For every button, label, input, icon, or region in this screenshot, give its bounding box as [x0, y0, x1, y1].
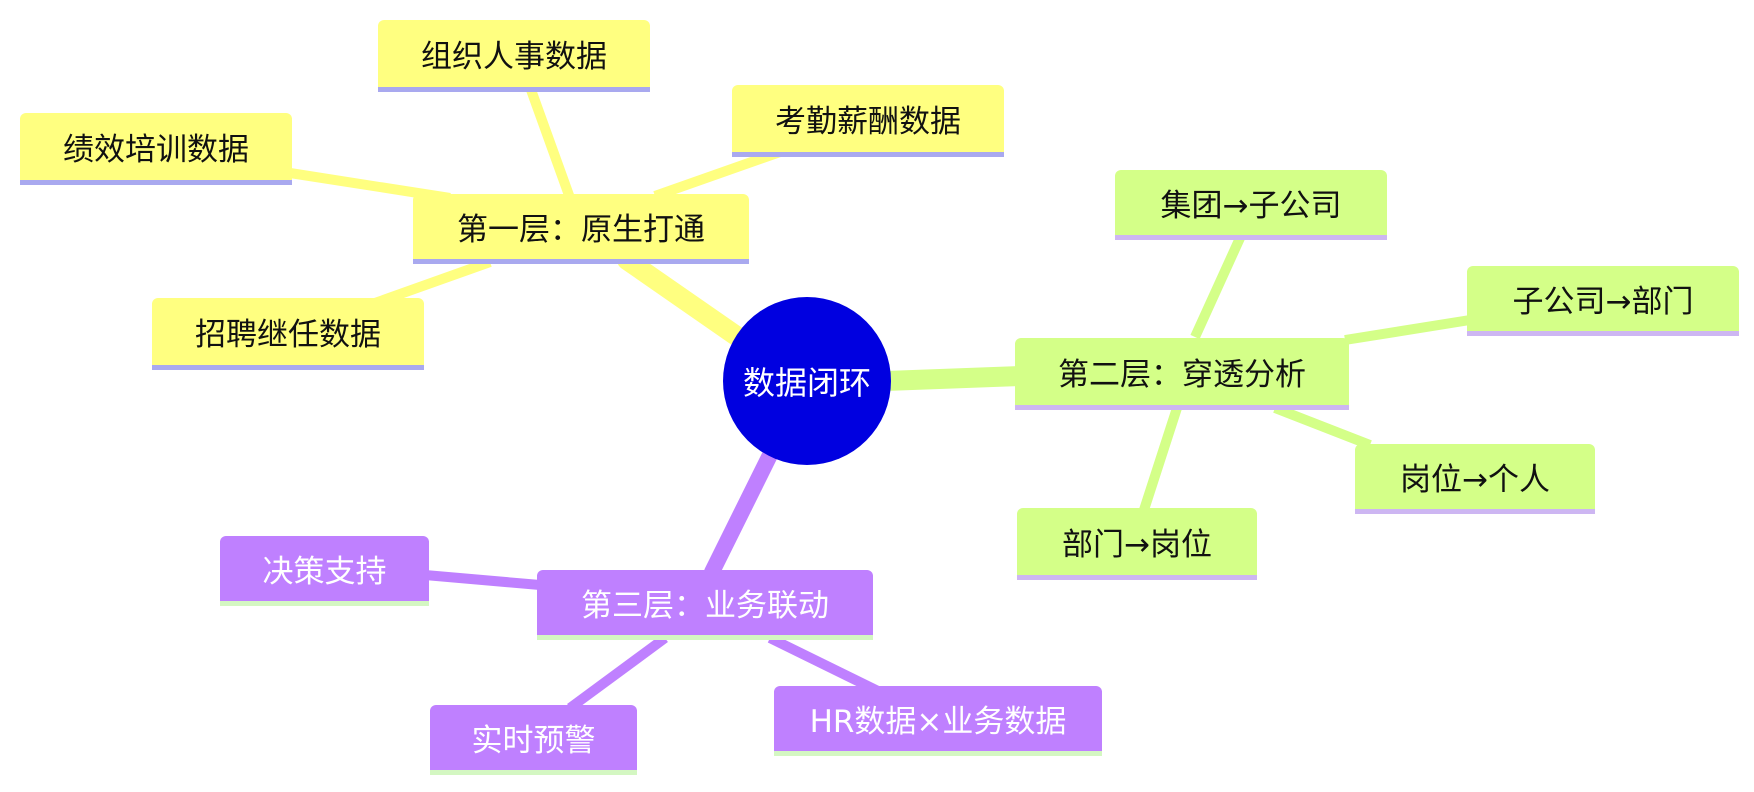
leaf-node-realtime-alert[interactable]: 实时预警 [430, 705, 637, 775]
link-b1-c3 [289, 168, 451, 203]
leaf-node-decision-support[interactable]: 决策支持 [220, 536, 429, 606]
branch-node-layer-2[interactable]: 第二层：穿透分析 [1015, 338, 1349, 410]
link-root-b2 [875, 366, 1030, 391]
leaf-node-post-to-individual[interactable]: 岗位→个人 [1355, 444, 1595, 514]
leaf-node-attendance-pay-data[interactable]: 考勤薪酬数据 [732, 85, 1004, 157]
branch-node-layer-1[interactable]: 第一层：原生打通 [413, 194, 749, 264]
leaf-node-recruit-succession-data[interactable]: 招聘继任数据 [152, 298, 424, 370]
link-b1-c1 [525, 85, 575, 200]
branch-node-layer-3[interactable]: 第三层：业务联动 [537, 570, 873, 640]
link-b1-c2 [653, 147, 782, 201]
leaf-node-department-to-post[interactable]: 部门→岗位 [1017, 508, 1257, 580]
leaf-node-group-to-subsidiary[interactable]: 集团→子公司 [1115, 170, 1387, 240]
link-b2-c3 [1273, 403, 1372, 450]
leaf-node-hr-x-business-data[interactable]: HR数据×业务数据 [774, 686, 1102, 756]
link-b3-c1 [424, 570, 541, 590]
link-b3-c3 [767, 633, 883, 697]
link-b1-c4 [373, 257, 492, 308]
link-root-b1 [617, 250, 745, 345]
leaf-node-performance-training-data[interactable]: 绩效培训数据 [20, 113, 292, 185]
link-b2-c4 [1138, 406, 1182, 515]
root-node[interactable]: 数据闭环 [723, 297, 891, 465]
link-b3-c2 [567, 633, 668, 713]
link-root-b3 [704, 447, 778, 580]
leaf-node-org-hr-data[interactable]: 组织人事数据 [378, 20, 650, 92]
leaf-node-subsidiary-to-department[interactable]: 子公司→部门 [1467, 266, 1739, 336]
link-b2-c1 [1190, 235, 1245, 340]
link-b2-c2 [1344, 315, 1471, 345]
